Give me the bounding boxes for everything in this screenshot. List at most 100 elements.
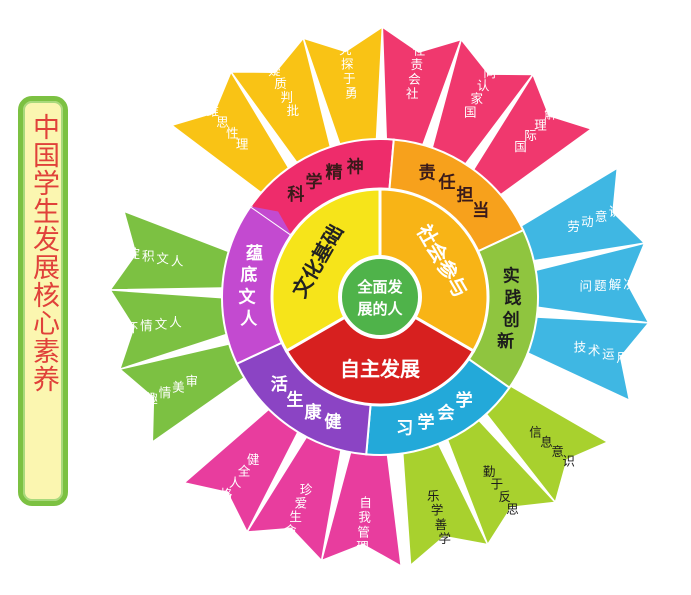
- svg-text:勇: 勇: [345, 86, 358, 101]
- svg-text:学: 学: [438, 531, 451, 546]
- svg-text:理: 理: [236, 136, 249, 151]
- quality-arrow-tip: [250, 206, 292, 236]
- svg-text:当: 当: [472, 200, 489, 221]
- center-line-1: 全面发: [356, 278, 403, 296]
- svg-text:国: 国: [464, 104, 477, 119]
- svg-text:任: 任: [438, 172, 456, 193]
- svg-text:爱: 爱: [295, 496, 308, 511]
- svg-text:珍: 珍: [300, 482, 313, 497]
- svg-text:人: 人: [171, 254, 184, 269]
- svg-text:动: 动: [581, 214, 594, 229]
- svg-text:生: 生: [286, 389, 303, 410]
- svg-text:任: 任: [413, 43, 426, 58]
- svg-text:命: 命: [284, 523, 297, 538]
- svg-text:美: 美: [172, 379, 185, 394]
- svg-text:运: 运: [602, 346, 615, 361]
- svg-text:会: 会: [437, 402, 454, 423]
- svg-text:意: 意: [551, 444, 564, 459]
- svg-text:文: 文: [239, 286, 257, 307]
- svg-text:积: 积: [142, 249, 155, 264]
- svg-text:问: 问: [579, 279, 592, 294]
- svg-text:情: 情: [159, 385, 172, 400]
- quality-label: 科学精神: [287, 156, 363, 205]
- svg-text:格: 格: [220, 487, 233, 502]
- center-line-2: 展的人: [357, 300, 403, 318]
- svg-text:技: 技: [574, 339, 587, 354]
- svg-text:解: 解: [609, 277, 622, 292]
- svg-text:学: 学: [431, 503, 444, 518]
- petal-label: 技术运用: [574, 339, 629, 365]
- svg-text:文: 文: [155, 316, 168, 331]
- petal: 问题解决: [527, 242, 651, 324]
- svg-text:会: 会: [408, 72, 421, 87]
- petal: 技术运用: [519, 315, 651, 402]
- qualities-ring: 科学精神责任担当实践创新学会学习健康生活人文底蕴: [221, 138, 539, 456]
- svg-text:人: 人: [240, 309, 258, 329]
- svg-text:情: 情: [140, 318, 153, 333]
- svg-text:性: 性: [226, 126, 239, 141]
- svg-text:活: 活: [271, 374, 288, 395]
- svg-text:决: 决: [623, 276, 636, 291]
- svg-text:信: 信: [529, 425, 542, 440]
- svg-text:善: 善: [435, 517, 448, 532]
- svg-text:于: 于: [343, 71, 356, 86]
- svg-text:反: 反: [498, 489, 511, 504]
- svg-text:际: 际: [524, 128, 537, 143]
- svg-text:趣: 趣: [145, 391, 158, 406]
- diagram-title: 中国学生发展核心素养: [28, 113, 59, 393]
- svg-text:科: 科: [287, 184, 304, 205]
- svg-text:劳: 劳: [567, 219, 580, 234]
- svg-text:精: 精: [325, 162, 342, 183]
- svg-text:人: 人: [169, 315, 182, 330]
- domain-shape: [284, 295, 476, 407]
- svg-text:判: 判: [280, 90, 293, 105]
- svg-text:究: 究: [339, 42, 352, 57]
- svg-text:践: 践: [504, 288, 521, 309]
- domain-sector: 自主发展: [284, 295, 476, 407]
- svg-text:认: 认: [477, 78, 490, 93]
- svg-text:国: 国: [514, 139, 527, 154]
- svg-text:健: 健: [324, 411, 341, 432]
- svg-text:底: 底: [240, 264, 257, 285]
- svg-text:习: 习: [396, 419, 413, 439]
- svg-text:自: 自: [359, 495, 372, 510]
- svg-text:神: 神: [347, 156, 364, 177]
- svg-text:责: 责: [411, 57, 424, 72]
- petal: 劳动意识: [513, 166, 647, 263]
- svg-text:责: 责: [419, 164, 436, 184]
- svg-text:同: 同: [483, 65, 496, 80]
- svg-text:人: 人: [229, 475, 242, 490]
- svg-text:创: 创: [502, 310, 520, 331]
- svg-text:批: 批: [287, 103, 300, 118]
- svg-text:学: 学: [306, 172, 323, 193]
- svg-text:淀: 淀: [128, 246, 141, 261]
- petal-shape: [519, 315, 651, 402]
- domain-label: 自主发展: [340, 357, 420, 381]
- svg-text:全: 全: [238, 463, 251, 478]
- svg-text:社: 社: [406, 86, 419, 101]
- svg-text:探: 探: [341, 56, 354, 71]
